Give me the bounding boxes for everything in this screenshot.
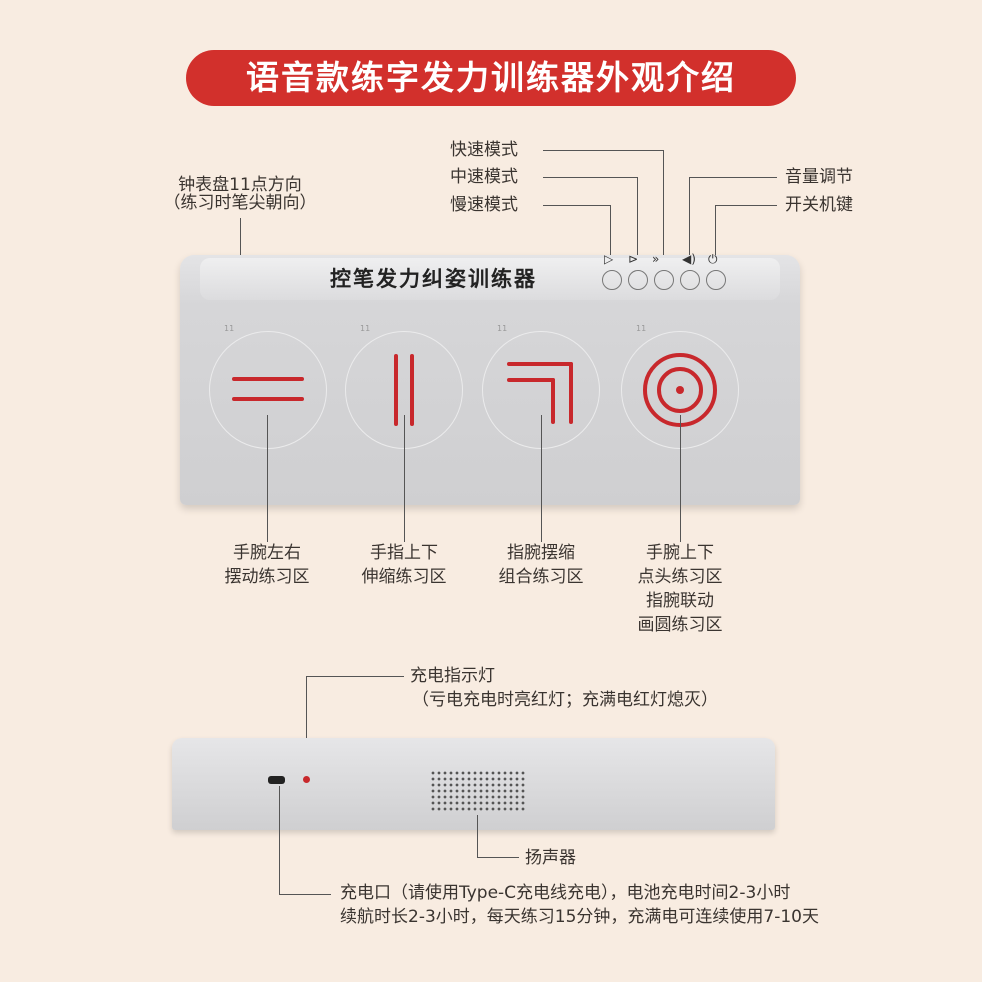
groove: [569, 362, 573, 424]
charging-led-note: （亏电充电时亮红灯；充满电红灯熄灭）: [412, 690, 718, 710]
zone-label-line: 画圆练习区: [637, 615, 723, 635]
medium-mode-label: 中速模式: [450, 167, 518, 187]
zone-label: 指腕摆缩组合练习区: [471, 541, 611, 589]
groove: [657, 367, 703, 413]
groove: [507, 362, 573, 366]
power-button[interactable]: [706, 270, 726, 290]
groove: [394, 354, 398, 426]
zone-label-line: 摆动练习区: [224, 567, 310, 587]
groove: [507, 378, 555, 382]
volume-label: 音量调节: [785, 167, 853, 187]
device-name: 控笔发力纠姿训练器: [330, 267, 537, 291]
slow-mode-label: 慢速模式: [450, 195, 518, 215]
leader-line: [543, 150, 664, 272]
leader-line: [541, 415, 542, 542]
leader-line: [543, 177, 638, 272]
type-c-port: [268, 776, 285, 784]
zone-label-line: 指腕联动: [646, 591, 714, 611]
charging-port-label: 充电口（请使用Type-C充电线充电），电池充电时间2-3小时: [340, 883, 791, 903]
play-medium-icon: ⊳: [628, 252, 639, 266]
play-fast-icon: »: [652, 252, 660, 266]
battery-life-note: 续航时长2-3小时，每天练习15分钟，充满电可连续使用7-10天: [340, 907, 819, 927]
power-label: 开关机键: [785, 195, 853, 215]
leader-line: [543, 205, 611, 257]
speaker-label: 扬声器: [525, 848, 576, 868]
power-icon: ⏻: [708, 252, 718, 266]
leader-line: [279, 786, 331, 895]
center-dot: [676, 386, 684, 394]
clock-mark: 11: [360, 324, 371, 333]
zone-label-line: 手腕左右: [233, 543, 301, 563]
zone-label-line: 伸缩练习区: [361, 567, 447, 587]
medium-mode-button[interactable]: [628, 270, 648, 290]
clock-direction-label: 钟表盘11点方向: [178, 175, 302, 195]
zone-label: 手腕上下点头练习区指腕联动画圆练习区: [610, 541, 750, 637]
zone-label-line: 手腕上下: [646, 543, 714, 563]
zone-label: 手指上下伸缩练习区: [334, 541, 474, 589]
play-slow-icon: ▷: [604, 252, 614, 266]
zone-label-line: 手指上下: [370, 543, 438, 563]
leader-line: [404, 415, 405, 542]
leader-line: [477, 815, 519, 858]
groove: [410, 354, 414, 426]
leader-line: [267, 415, 268, 542]
page-title: 语音款练字发力训练器外观介绍: [186, 50, 796, 106]
groove: [232, 377, 304, 381]
groove: [551, 378, 555, 424]
charging-led: [303, 776, 310, 783]
clock-mark: 11: [636, 324, 647, 333]
zone-label-line: 点头练习区: [637, 567, 723, 587]
groove: [232, 397, 304, 401]
slow-mode-button[interactable]: [602, 270, 622, 290]
charging-led-label: 充电指示灯: [410, 666, 495, 686]
leader-line: [306, 676, 404, 776]
clock-direction-note: （练习时笔尖朝向）: [163, 193, 317, 213]
zone-label-line: 指腕摆缩: [507, 543, 575, 563]
leader-line: [689, 177, 777, 259]
zone-label: 手腕左右摆动练习区: [197, 541, 337, 589]
speaker-grill: [430, 770, 527, 812]
zone-label-line: 组合练习区: [498, 567, 584, 587]
leader-line: [680, 415, 681, 542]
volume-icon: ◀): [682, 252, 696, 266]
clock-mark: 11: [224, 324, 235, 333]
clock-mark: 11: [497, 324, 508, 333]
fast-mode-label: 快速模式: [450, 140, 518, 160]
fast-mode-button[interactable]: [654, 270, 674, 290]
zone-wrist-side[interactable]: 11: [209, 324, 327, 449]
volume-button[interactable]: [680, 270, 700, 290]
leader-line: [715, 205, 777, 257]
